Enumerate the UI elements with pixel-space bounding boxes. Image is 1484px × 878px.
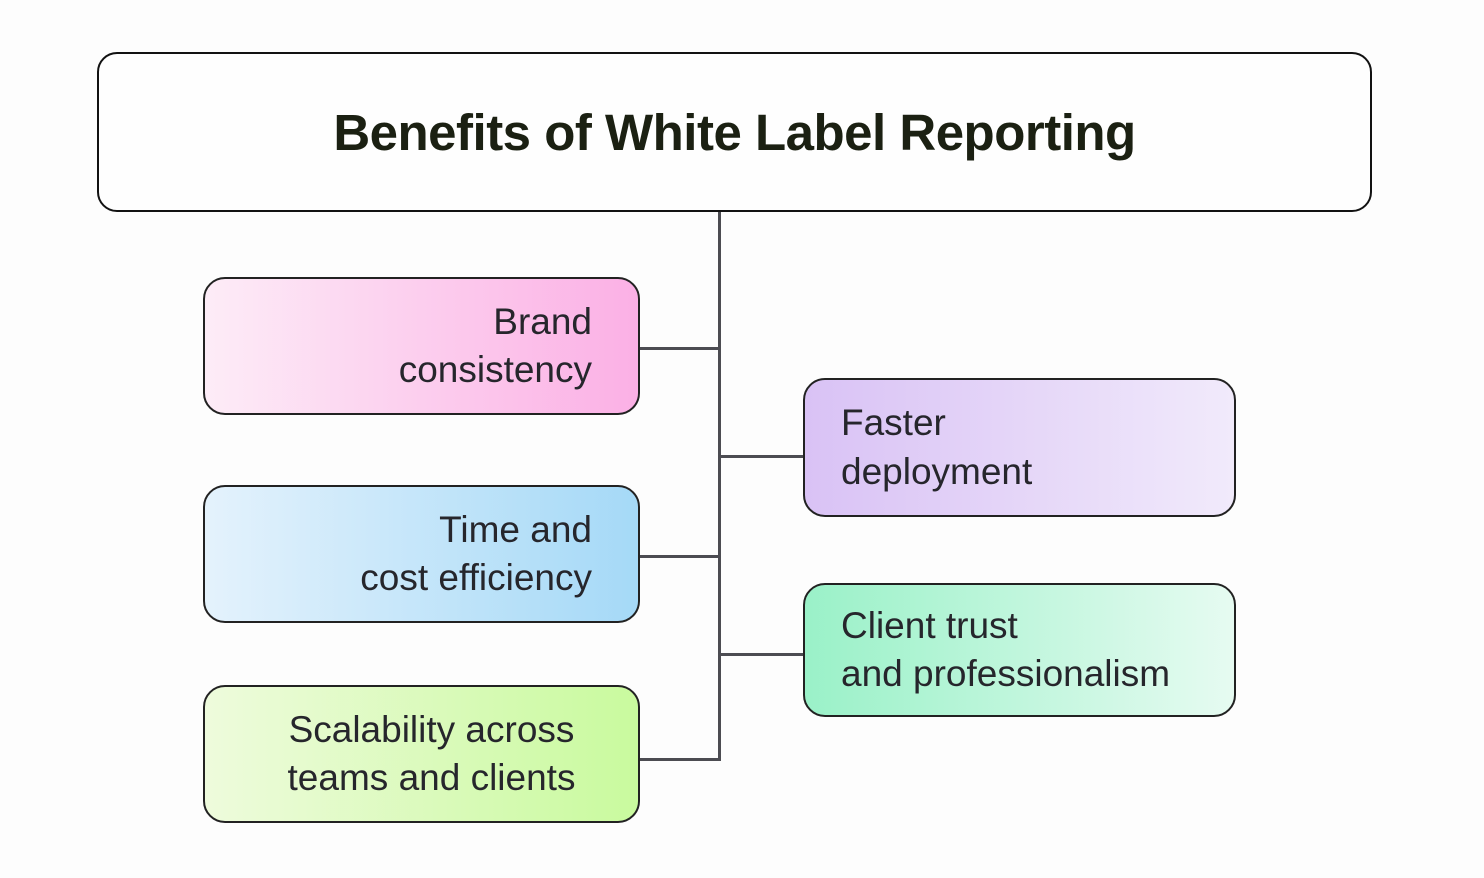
diagram-title: Benefits of White Label Reporting: [333, 103, 1136, 161]
connector-client-trust: [719, 653, 804, 656]
node-time-cost-efficiency: Time and cost efficiency: [203, 485, 640, 623]
connector-trunk: [718, 212, 721, 761]
node-faster-deployment: Faster deployment: [803, 378, 1236, 517]
node-brand-consistency: Brand consistency: [203, 277, 640, 415]
node-client-trust: Client trust and professionalism: [803, 583, 1236, 717]
diagram-title-box: Benefits of White Label Reporting: [97, 52, 1372, 212]
node-scalability-label: Scalability across teams and clients: [287, 708, 576, 798]
node-faster-deployment-label: Faster deployment: [841, 402, 1033, 492]
connector-time-cost: [638, 555, 720, 558]
node-time-cost-efficiency-label: Time and cost efficiency: [360, 508, 592, 598]
node-brand-consistency-label: Brand consistency: [398, 300, 592, 390]
connector-faster-deployment: [719, 455, 804, 458]
node-scalability: Scalability across teams and clients: [203, 685, 640, 823]
node-client-trust-label: Client trust and professionalism: [841, 604, 1171, 694]
connector-scalability: [638, 758, 720, 761]
connector-brand-consistency: [638, 347, 720, 350]
